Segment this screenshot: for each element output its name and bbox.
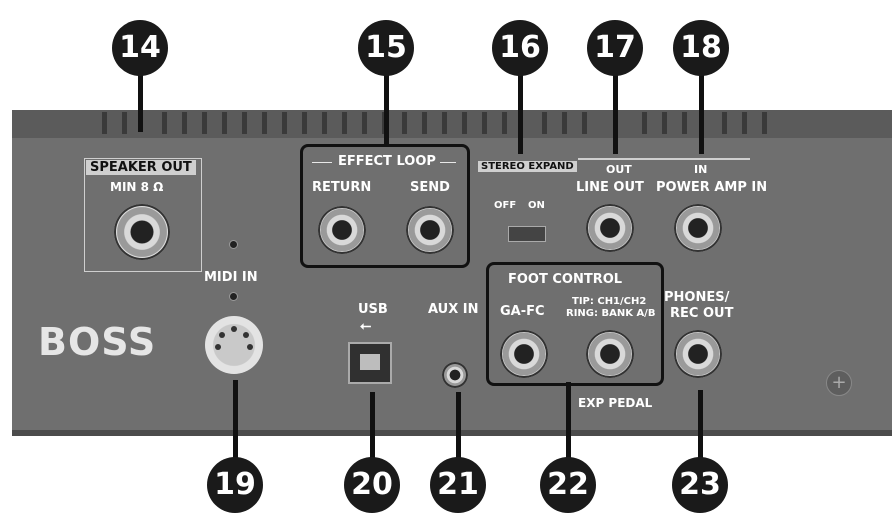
callout-badge-15: 15: [358, 20, 414, 76]
callout-line-17: [613, 70, 618, 154]
callout-line-19: [233, 380, 238, 465]
rear-panel-bottom-edge: [12, 430, 892, 436]
power-amp-in-label: POWER AMP IN: [656, 180, 768, 195]
effect-loop-label: EFFECT LOOP: [338, 154, 436, 169]
vent-slot: [542, 112, 547, 134]
in-label: IN: [694, 163, 708, 176]
usb-port[interactable]: [348, 342, 392, 384]
callout-badge-16: 16: [492, 20, 548, 76]
vent-slot: [222, 112, 227, 134]
vent-slot: [302, 112, 307, 134]
indicator-led: [229, 240, 238, 249]
usb-label: USB: [358, 302, 388, 317]
callout-line-20: [370, 392, 375, 465]
callout-badge-18: 18: [673, 20, 729, 76]
effect-loop-return-jack[interactable]: [318, 206, 366, 254]
vent-slot: [482, 112, 487, 134]
effect-loop-divider: [312, 162, 332, 163]
return-label: RETURN: [312, 180, 372, 195]
usb-icon: ⭠: [360, 318, 372, 334]
callout-line-23: [698, 390, 703, 465]
tip-label: TIP: CH1/CH2: [572, 296, 647, 307]
vent-slot: [422, 112, 427, 134]
effect-loop-highlight-box: [300, 144, 470, 268]
ga-fc-label: GA-FC: [500, 304, 545, 319]
callout-line-16: [518, 70, 523, 154]
vent-slot: [282, 112, 287, 134]
vent-slot: [462, 112, 467, 134]
out-in-divider: [578, 158, 750, 160]
effect-loop-send-jack[interactable]: [406, 206, 454, 254]
callout-badge-21: 21: [430, 457, 486, 513]
send-label: SEND: [410, 180, 450, 195]
midi-in-label: MIDI IN: [204, 270, 258, 285]
foot-control-highlight-box: [486, 262, 664, 386]
vent-slot: [502, 112, 507, 134]
speaker-out-min-ohm-label: MIN 8 Ω: [110, 180, 164, 194]
rear-panel-vent-strip: [12, 110, 892, 138]
boss-logo: BOSS: [38, 320, 157, 364]
vent-slot: [722, 112, 727, 134]
vent-slot: [442, 112, 447, 134]
vent-slot: [122, 112, 127, 134]
foot-control-label: FOOT CONTROL: [508, 272, 623, 287]
exp-pedal-jack[interactable]: [586, 330, 634, 378]
callout-line-21: [456, 392, 461, 465]
stereo-expand-switch[interactable]: [508, 226, 546, 242]
vent-slot: [562, 112, 567, 134]
callout-badge-23: 23: [672, 457, 728, 513]
vent-slot: [242, 112, 247, 134]
phones-rec-out-jack[interactable]: [674, 330, 722, 378]
phones-rec-out-label-line1: PHONES/: [664, 290, 730, 305]
phones-rec-out-label-line2: REC OUT: [670, 306, 734, 321]
vent-slot: [262, 112, 267, 134]
vent-slot: [642, 112, 647, 134]
vent-slot: [182, 112, 187, 134]
vent-slot: [342, 112, 347, 134]
power-amp-in-jack[interactable]: [674, 204, 722, 252]
callout-badge-17: 17: [587, 20, 643, 76]
speaker-out-frame: [84, 158, 202, 272]
ga-fc-jack[interactable]: [500, 330, 548, 378]
ring-label: RING: BANK A/B: [566, 308, 656, 319]
effect-loop-divider: [440, 162, 456, 163]
speaker-out-label: SPEAKER OUT: [86, 160, 196, 175]
vent-slot: [682, 112, 687, 134]
vent-slot: [402, 112, 407, 134]
vent-slot: [362, 112, 367, 134]
vent-slot: [582, 112, 587, 134]
line-out-jack[interactable]: [586, 204, 634, 252]
vent-slot: [202, 112, 207, 134]
vent-slot: [662, 112, 667, 134]
callout-badge-20: 20: [344, 457, 400, 513]
out-label: OUT: [606, 163, 632, 176]
panel-screw-icon: +: [826, 370, 852, 396]
callout-badge-14: 14: [112, 20, 168, 76]
callout-line-14: [138, 70, 143, 132]
callout-line-22: [566, 382, 571, 465]
vent-slot: [322, 112, 327, 134]
vent-slot: [742, 112, 747, 134]
vent-slot: [162, 112, 167, 134]
off-label: OFF: [494, 200, 517, 211]
vent-slot: [762, 112, 767, 134]
callout-badge-19: 19: [207, 457, 263, 513]
aux-in-label: AUX IN: [428, 302, 479, 317]
callout-line-15: [384, 70, 389, 144]
indicator-led: [229, 292, 238, 301]
stereo-expand-label: STEREO EXPAND: [478, 161, 577, 172]
line-out-label: LINE OUT: [576, 180, 644, 195]
speaker-out-jack[interactable]: [114, 204, 170, 260]
on-label: ON: [528, 200, 545, 211]
aux-in-jack[interactable]: [442, 362, 468, 388]
callout-line-18: [699, 70, 704, 154]
exp-pedal-label: EXP PEDAL: [578, 396, 653, 410]
midi-in-din-jack[interactable]: [205, 316, 263, 374]
callout-badge-22: 22: [540, 457, 596, 513]
vent-slot: [102, 112, 107, 134]
